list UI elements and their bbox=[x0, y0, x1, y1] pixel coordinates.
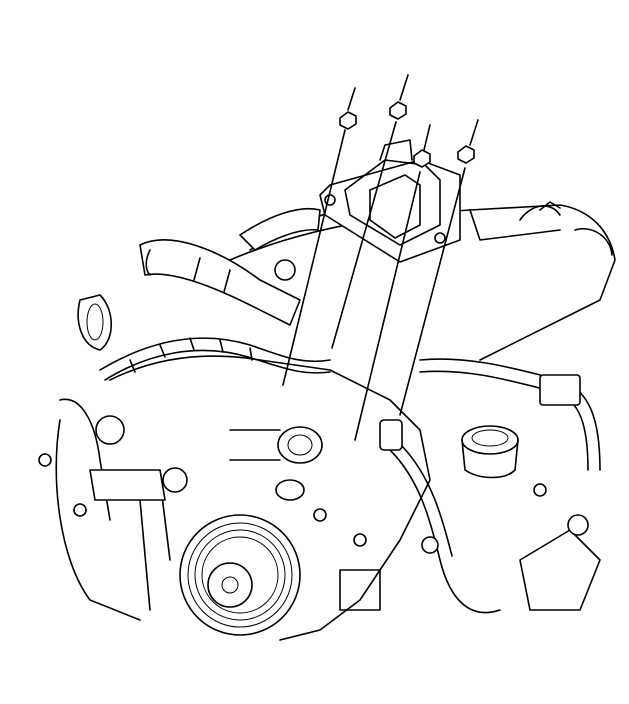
engine-block bbox=[38, 194, 616, 641]
module-bracket bbox=[319, 139, 461, 263]
mounting-bolts bbox=[282, 74, 479, 441]
